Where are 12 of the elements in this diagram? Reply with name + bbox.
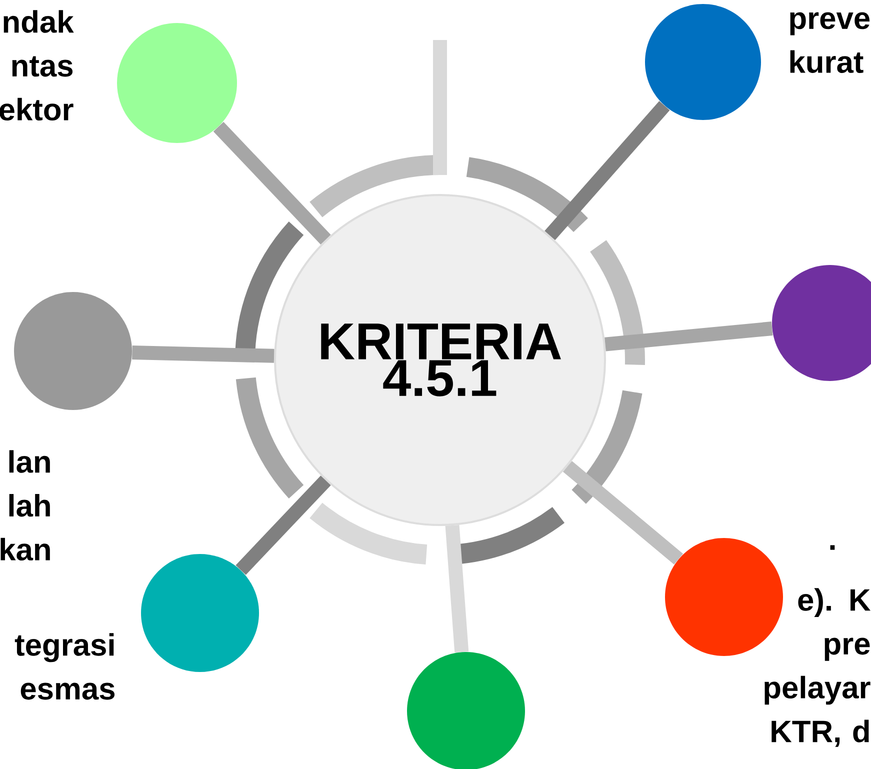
text-fragment: lan lah kan: [0, 450, 50, 561]
spoke-line: [445, 525, 469, 652]
text-fragment: .: [830, 545, 835, 550]
colored-circle: [117, 23, 237, 143]
spoke-line: [132, 345, 274, 363]
spoke-line: [236, 476, 331, 575]
text-fragment: e). K pre pelayar KTR, d: [764, 588, 870, 747]
colored-circle: [665, 538, 783, 656]
colored-circle: [645, 4, 761, 120]
colored-circle: [141, 554, 259, 672]
colored-circle: [14, 292, 132, 410]
spoke-line: [213, 122, 331, 244]
